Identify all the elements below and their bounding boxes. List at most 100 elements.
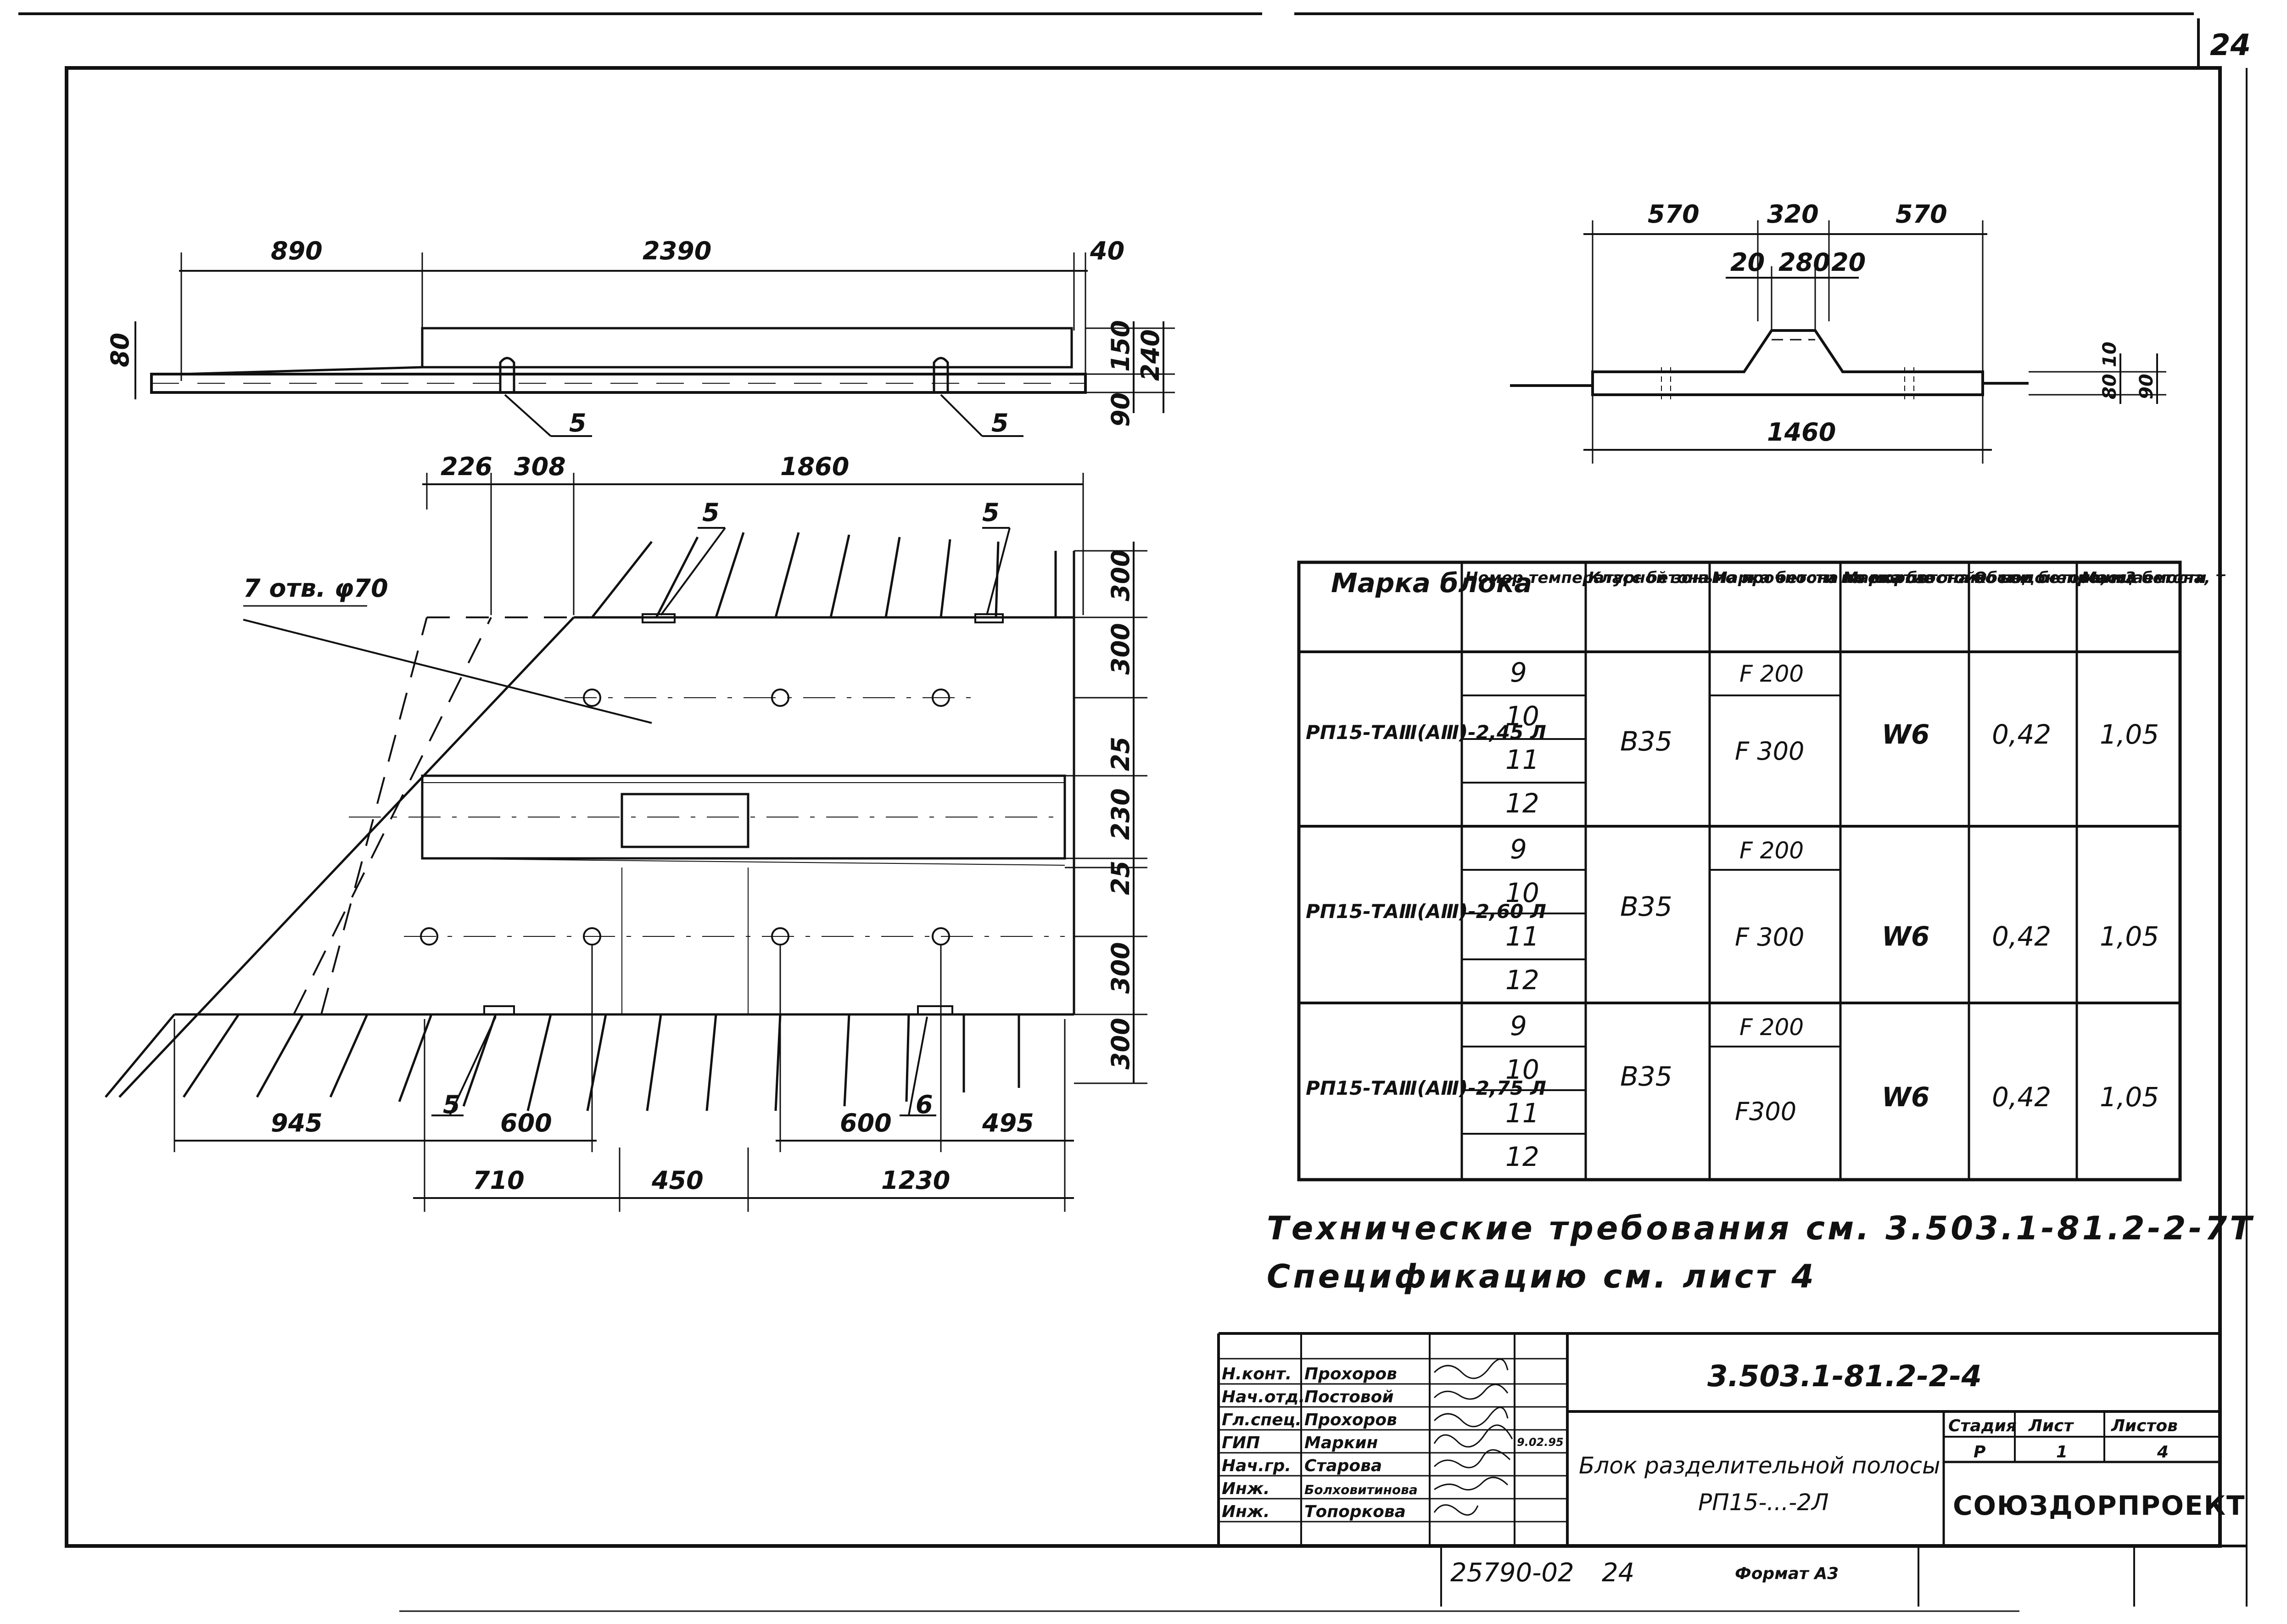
sect-dim-570b: 570 (1896, 200, 1947, 229)
plan-dim-r4: 230 (1106, 788, 1135, 840)
sect-dim-20a: 20 (1730, 248, 1765, 277)
staff-name-6: Болховитинова (1304, 1482, 1418, 1497)
staff-role-2: Нач.отд. (1222, 1388, 1305, 1406)
row3-zone-4: 12 (1505, 1141, 1539, 1172)
staff-role-1: Н.конт. (1222, 1365, 1292, 1383)
row2-zone-4: 12 (1505, 964, 1539, 996)
signature-1 (1433, 1358, 1509, 1379)
row2-water: W6 (1882, 921, 1929, 952)
label-sheets: Листов (2111, 1417, 2178, 1435)
staff-name-5: Старова (1304, 1456, 1382, 1475)
row1-frost-2: F 300 (1735, 737, 1804, 766)
label-sheet: Лист (2028, 1417, 2074, 1435)
sect-dim-320: 320 (1767, 200, 1819, 229)
staff-name-1: Прохоров (1304, 1365, 1397, 1383)
value-sheet: 1 (2056, 1443, 2068, 1462)
row2-volume: 0,42 (1992, 921, 2051, 952)
sect-dim-20b: 20 (1831, 248, 1866, 277)
row3-volume: 0,42 (1992, 1081, 2051, 1113)
doc-title-line2: РП15-...-2Л (1698, 1489, 1829, 1516)
plan-dim-r5: 25 (1106, 861, 1135, 895)
row1-frost-1: F 200 (1739, 661, 1804, 687)
sect-dim-1460: 1460 (1767, 418, 1836, 447)
value-stage: Р (1974, 1443, 1985, 1462)
staff-role-7: Инж. (1222, 1502, 1270, 1521)
th-class: Класс бетона по прочности на сжатие (1588, 569, 1934, 587)
staff-name-7: Топоркова (1304, 1502, 1406, 1521)
doc-designation: 3.503.1-81.2-2-4 (1707, 1360, 1982, 1394)
staff-name-2: Постовой (1304, 1388, 1394, 1406)
title-block: Н.конт. Прохоров Нач.отд. Постовой Гл.сп… (1217, 1332, 2245, 1546)
row3-zone-1: 9 (1510, 1010, 1527, 1042)
plan-dim-600b: 600 (840, 1109, 892, 1137)
plan-callout-1: 5 (702, 498, 720, 527)
plan-view: 226 308 1860 5 5 (105, 452, 1147, 1212)
plan-dim-1230: 1230 (881, 1166, 950, 1195)
plan-callout-3: 5 (443, 1090, 460, 1119)
plan-dim-r2: 300 (1106, 623, 1135, 675)
staff-role-5: Нач.гр. (1222, 1456, 1291, 1475)
sect-dim-280: 280 (1778, 248, 1830, 277)
plan-callout-2: 5 (982, 498, 1000, 527)
th-frost: Марка бетона по морозостойкости (1712, 569, 2026, 587)
signature-3 (1433, 1406, 1509, 1428)
page-number-box: 24 (2197, 18, 2251, 69)
signature-5 (1433, 1449, 1511, 1468)
th-water: Марка бетона по водонепроницаемости (1843, 569, 2207, 587)
inventory-number: 25790-02 (1450, 1558, 1574, 1588)
plan-dim-r6: 300 (1106, 942, 1135, 994)
row1-zone-1: 9 (1510, 657, 1527, 688)
row1-water: W6 (1882, 719, 1929, 750)
row1-mark: РП15-ТАⅢ(АⅢ)-2,45 Л (1306, 721, 1546, 744)
sect-dim-80: 80 (2099, 374, 2120, 399)
elev-dim-2390: 2390 (643, 236, 711, 265)
elevation-view: 890 2390 40 5 5 80 150 240 90 (106, 236, 1175, 437)
row3-zone-2: 10 (1505, 1054, 1539, 1085)
plan-callout-4: 6 (916, 1090, 933, 1119)
row2-frost-2: F 300 (1735, 923, 1804, 952)
plan-dim-450: 450 (651, 1166, 704, 1195)
note-specification: Спецификацию см. лист 4 (1267, 1258, 1817, 1295)
th-mass: Масса бетона, т (2081, 569, 2226, 587)
th-mark: Марка блока (1331, 567, 1532, 599)
doc-title-line1: Блок разделительной полосы (1579, 1452, 1940, 1479)
plan-hole-note: 7 отв. φ70 (243, 574, 388, 603)
sect-dim-10: 10 (2099, 342, 2120, 367)
elev-callout-1: 5 (569, 409, 587, 437)
row2-mark: РП15-ТАⅢ(АⅢ)-2,60 Л (1306, 900, 1546, 923)
plan-dim-495: 495 (982, 1109, 1034, 1137)
row1-zone-3: 11 (1505, 744, 1539, 775)
signature-4 (1433, 1424, 1513, 1448)
row1-mass: 1,05 (2100, 719, 2159, 750)
signature-7 (1433, 1504, 1479, 1516)
plan-dim-r1: 300 (1106, 549, 1135, 601)
approval-date: 9.02.95 (1517, 1436, 1564, 1449)
sect-dim-90: 90 (2136, 374, 2157, 399)
row3-mass: 1,05 (2100, 1081, 2159, 1113)
plan-dim-600a: 600 (500, 1109, 552, 1137)
plan-dim-1860: 1860 (780, 452, 849, 481)
elev-dim-40: 40 (1090, 236, 1124, 265)
row3-water: W6 (1882, 1081, 1929, 1113)
row3-class: В35 (1620, 1061, 1672, 1092)
staff-role-3: Гл.спец. (1222, 1411, 1302, 1429)
row1-zone-4: 12 (1505, 788, 1539, 819)
page-number: 24 (2210, 28, 2251, 62)
value-sheets: 4 (2157, 1443, 2169, 1462)
plan-dim-710: 710 (473, 1166, 525, 1195)
row3-frost-2: F300 (1735, 1097, 1796, 1126)
plan-dim-226: 226 (441, 452, 492, 481)
plan-dim-r3: 25 (1106, 737, 1135, 771)
row1-class: В35 (1620, 726, 1672, 757)
staff-role-4: ГИП (1222, 1434, 1260, 1452)
staff-role-6: Инж. (1222, 1479, 1270, 1498)
plan-dim-308: 308 (514, 452, 566, 481)
note-technical-requirements: Технические требования см. 3.503.1-81.2-… (1267, 1210, 2254, 1247)
signature-6 (1434, 1477, 1509, 1491)
concrete-table: Марка блока Номер температурной зоны Кла… (1297, 560, 2226, 1182)
elev-dim-90: 90 (1106, 392, 1135, 427)
th-volume: Объем бетона, м3 (1974, 569, 2136, 587)
row2-zone-3: 11 (1505, 921, 1539, 952)
row3-frost-1: F 200 (1739, 1014, 1804, 1041)
